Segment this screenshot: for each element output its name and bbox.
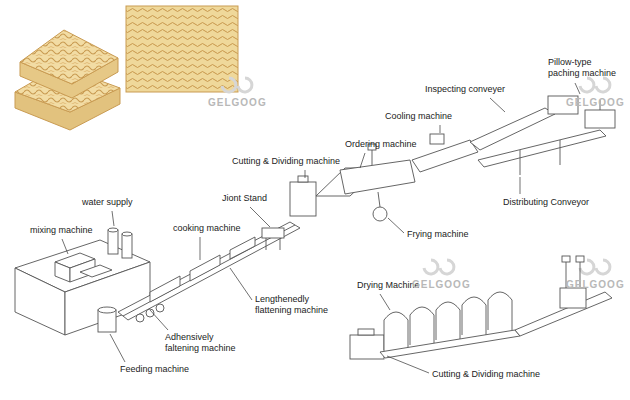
part-label: Adhensively faltening machine [165, 332, 243, 354]
watermark: GELGOOG [208, 97, 267, 108]
part-label: Lengthenedly flattening machine [255, 294, 337, 316]
part-label: Frying machine [407, 229, 469, 240]
watermark: GELGOOG [566, 279, 625, 290]
part-label: Ordering machine [345, 139, 417, 150]
part-label: Pillow-type paching machine [548, 57, 624, 79]
part-label: Distributing Conveyor [503, 197, 589, 208]
part-label: Cutting & Dividing machine [432, 369, 540, 380]
part-label: cooking machine [173, 223, 241, 234]
machine-drawing [15, 96, 615, 359]
part-label: Feeding machine [120, 364, 189, 375]
logo-mark [222, 78, 610, 274]
part-label: mixing machine [30, 225, 93, 236]
watermark: GELGOOG [412, 279, 471, 290]
part-label: Jiont Stand [222, 193, 267, 204]
part-label: Inspecting conveyer [425, 84, 505, 95]
part-label: Cooling machine [385, 111, 452, 122]
noodle-photo [15, 6, 238, 130]
leader-line [62, 83, 580, 373]
part-label: water supply [82, 197, 133, 208]
watermark: GELGOOG [566, 97, 625, 108]
part-label: Cutting & Dividing machine [232, 156, 340, 167]
part-label: Drying Machine [357, 280, 420, 291]
